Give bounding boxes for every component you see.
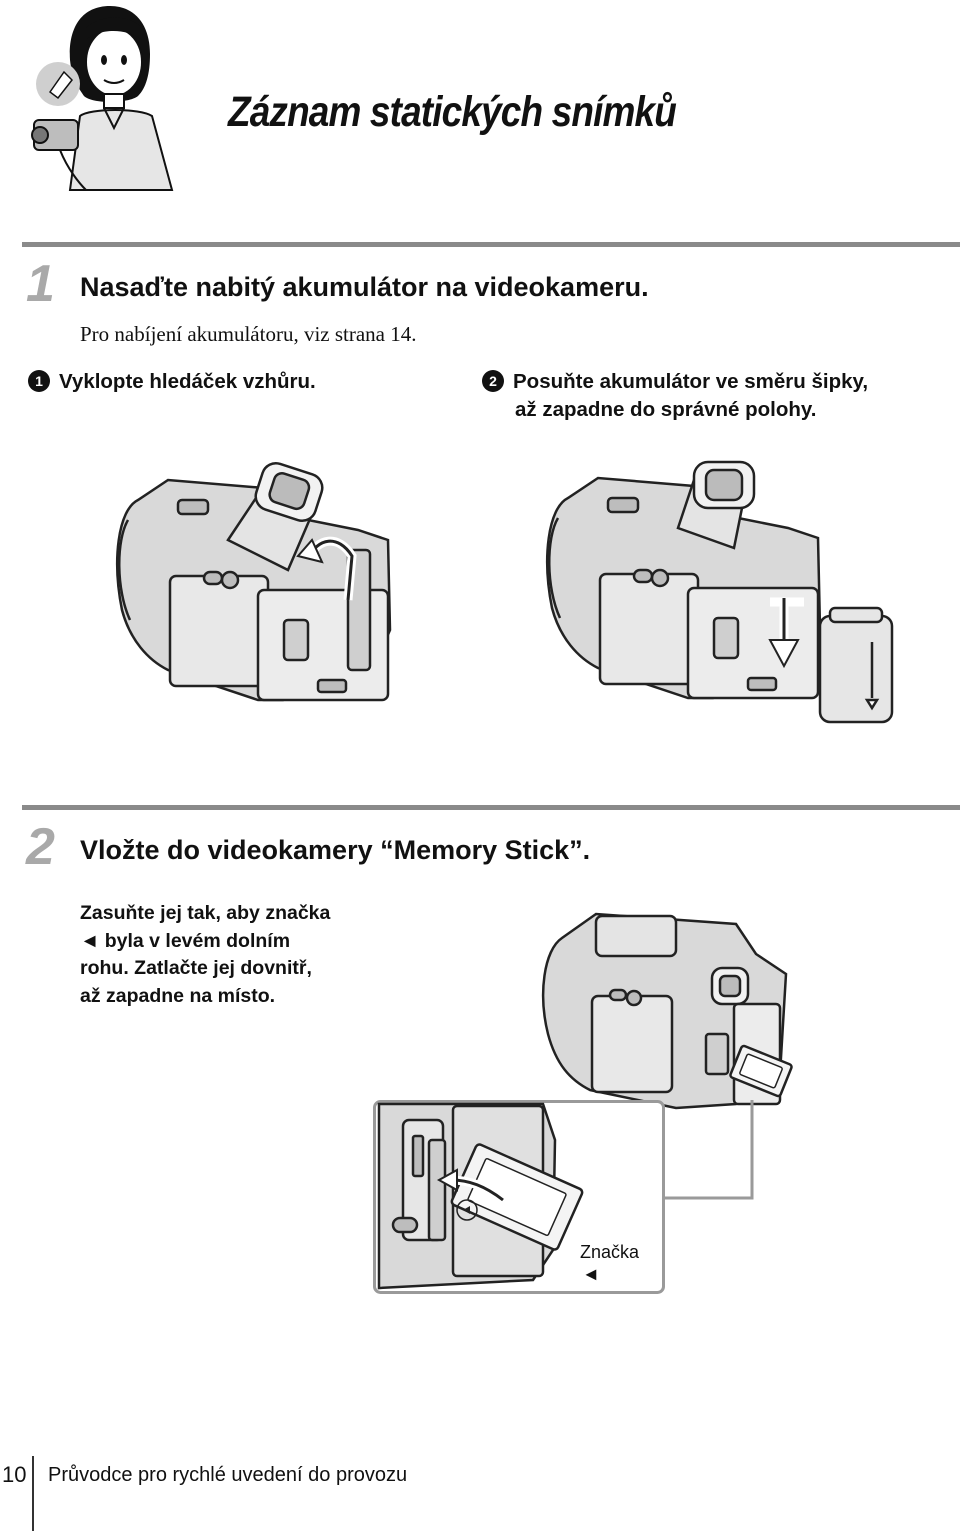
- camcorder-viewfinder-illustration: [116, 461, 392, 702]
- step-note: Pro nabíjení akumulátoru, viz strana 14.: [80, 322, 417, 346]
- step-title: Vložte do videokamery “Memory Stick”.: [80, 835, 591, 865]
- section-divider: [22, 805, 960, 810]
- substep-1: 1 Vyklopte hledáček vzhůru.: [28, 368, 316, 396]
- substep-text: Vyklopte hledáček vzhůru.: [59, 370, 316, 393]
- camcorder-battery-illustration: [546, 460, 894, 724]
- instruction-line: ◄ byla v levém dolním: [80, 929, 291, 952]
- instruction-line: Zasuňte jej tak, aby značka: [80, 902, 331, 924]
- footer-section-title: Průvodce pro rychlé uvedení do provozu: [48, 1464, 408, 1486]
- substep-marker: 1: [28, 370, 50, 392]
- mark-symbol: ◄: [582, 1264, 600, 1284]
- footer-divider: [32, 1456, 34, 1531]
- substep-text-line2: až zapadne do správné polohy.: [515, 398, 817, 421]
- callout-label: Značka: [580, 1242, 640, 1262]
- step-number: 2: [26, 818, 55, 876]
- instruction-line: až zapadne na místo.: [80, 984, 276, 1007]
- substep-text-line1: Posuňte akumulátor ve směru šipky,: [513, 370, 869, 393]
- memory-stick-card: [450, 1143, 584, 1251]
- substep-2: 2 Posuňte akumulátor ve směru šipky, až z…: [482, 368, 868, 424]
- page-number: 10: [2, 1462, 27, 1487]
- battery-pack: [818, 606, 894, 724]
- page-title: Záznam statických snímků: [228, 88, 677, 136]
- memory-stick-detail-view: [373, 1100, 665, 1294]
- step-title: Nasaďte nabitý akumulátor na videokameru…: [80, 272, 649, 302]
- section-divider: [22, 242, 960, 247]
- step-number: 1: [26, 255, 55, 313]
- substep-marker: 2: [482, 370, 504, 392]
- guide-character-illustration: [31, 6, 174, 191]
- step-instructions: Zasuňte jej tak, aby značka ◄ byla v lev…: [80, 900, 380, 1010]
- camcorder-memory-stick-illustration: [541, 912, 793, 1110]
- instruction-line: rohu. Zatlačte jej dovnitř,: [80, 957, 312, 979]
